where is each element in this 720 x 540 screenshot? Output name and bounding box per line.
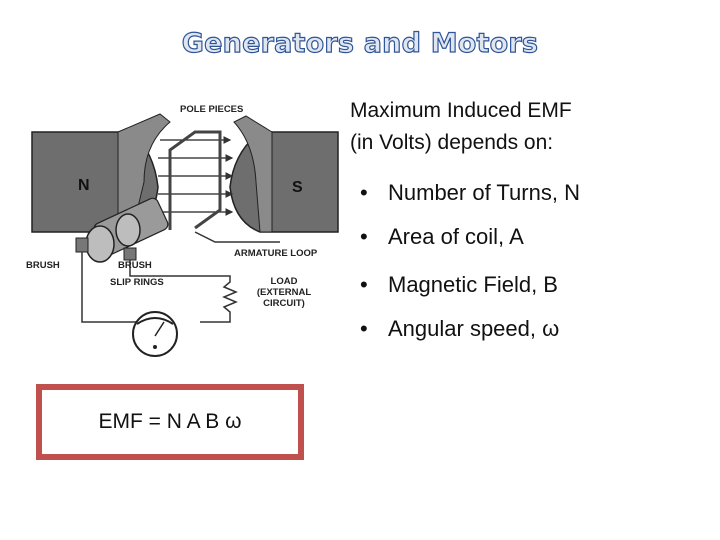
label-pole-pieces: POLE PIECES <box>180 104 243 115</box>
label-load-line2: (EXTERNAL <box>257 287 312 298</box>
emf-formula-box: EMF = N A B ω <box>36 384 304 460</box>
intro-line-1: Maximum Induced EMF <box>350 99 572 122</box>
label-south-pole: S <box>292 179 303 196</box>
label-slip-rings: SLIP RINGS <box>110 277 164 288</box>
page-title: Generators and Motors <box>181 27 539 59</box>
list-item: •Area of coil, A <box>360 224 524 249</box>
list-item: •Angular speed, ω <box>360 316 560 341</box>
north-magnet <box>31 113 171 233</box>
label-load-line1: LOAD <box>271 276 298 287</box>
meter-icon <box>132 311 178 357</box>
external-circuit <box>81 231 280 323</box>
emf-formula: EMF = N A B ω <box>98 410 242 433</box>
label-brush-left: BRUSH <box>26 260 60 271</box>
label-load-line3: CIRCUIT) <box>263 298 305 309</box>
list-item: •Number of Turns, N <box>360 180 580 205</box>
south-magnet <box>229 115 339 233</box>
brush-left <box>75 237 89 253</box>
intro-text: Maximum Induced EMF (in Volts) depends o… <box>350 95 690 159</box>
label-brush-center: BRUSH <box>118 260 152 271</box>
label-north-pole: N <box>78 177 90 194</box>
armature-loop <box>168 130 222 230</box>
generator-diagram: POLE PIECES N S BRUSH BRUSH SLIP RINGS A… <box>26 104 339 357</box>
intro-line-2: (in Volts) depends on: <box>350 131 554 154</box>
label-armature-loop: ARMATURE LOOP <box>234 248 318 259</box>
brush-center <box>123 247 137 261</box>
list-item: •Magnetic Field, B <box>360 272 558 297</box>
